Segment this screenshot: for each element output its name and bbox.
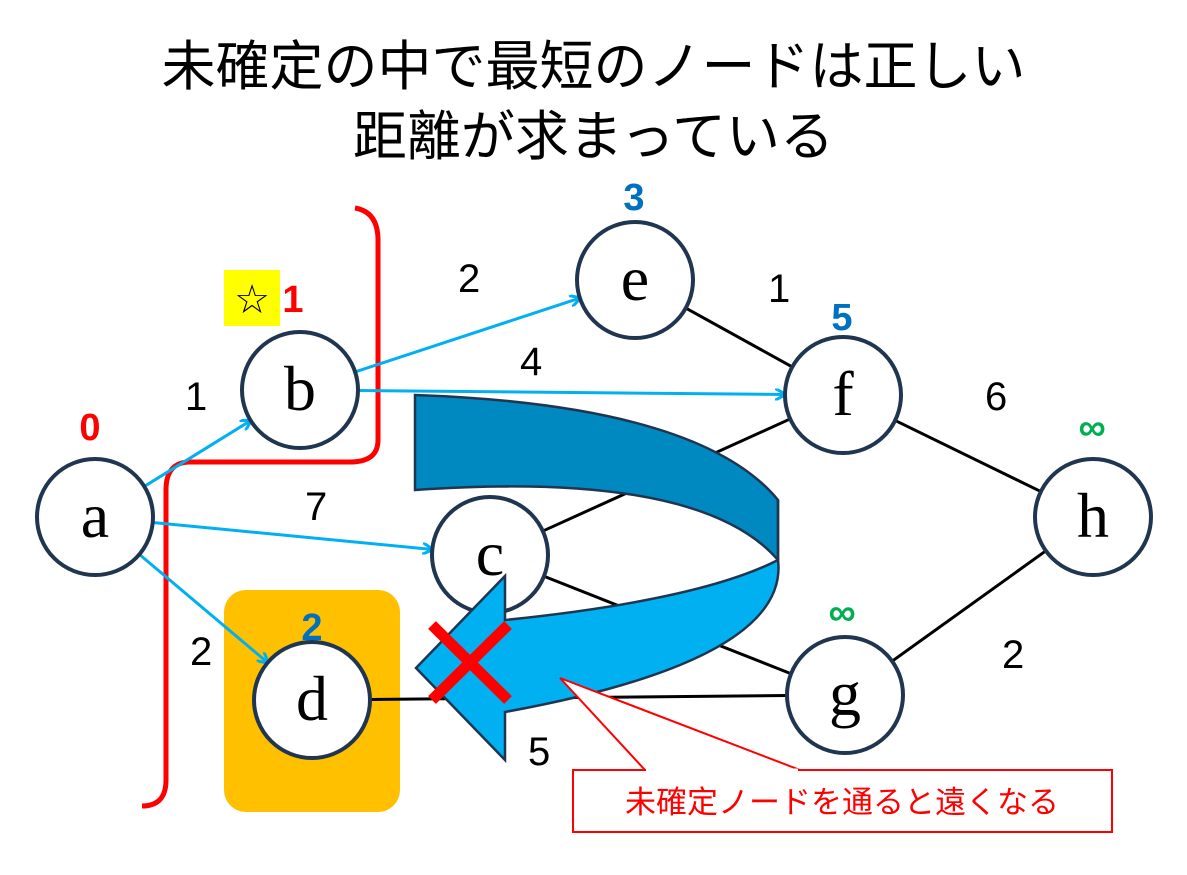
callout-pointer bbox=[559, 677, 801, 771]
weight-b-e: 2 bbox=[458, 257, 480, 301]
callout-box bbox=[572, 769, 1113, 833]
node-circle bbox=[240, 330, 360, 450]
weight-a-b: 1 bbox=[185, 375, 207, 419]
title-line-1: 未確定の中で最短のノードは正しい bbox=[161, 35, 1026, 98]
confirmed-boundary bbox=[141, 205, 381, 809]
node-label: a bbox=[81, 480, 109, 551]
node-circle bbox=[783, 335, 903, 455]
node-circle bbox=[575, 220, 695, 340]
node-f: f5 bbox=[783, 297, 903, 455]
node-circle bbox=[35, 457, 155, 577]
node-a: a0 bbox=[35, 407, 155, 577]
edge-a-d bbox=[138, 553, 267, 662]
node-label: e bbox=[621, 243, 649, 314]
node-circle bbox=[785, 635, 905, 755]
cross-mark-icon bbox=[428, 621, 512, 704]
node-label: d bbox=[296, 663, 328, 734]
distance-label-b: 1 bbox=[282, 279, 303, 321]
weight-f-h: 6 bbox=[985, 375, 1007, 419]
callout-text: 未確定ノードを通ると遠くなる bbox=[625, 785, 1059, 821]
edge-a-b bbox=[143, 421, 250, 488]
edge-a-c bbox=[152, 521, 433, 550]
distance-label-f: 5 bbox=[831, 297, 852, 339]
curved-arrow bbox=[413, 393, 780, 764]
node-circle bbox=[252, 640, 372, 760]
node-b: b1 bbox=[240, 279, 360, 450]
distance-label-g: ∞ bbox=[828, 592, 855, 634]
node-h: h∞ bbox=[1033, 407, 1153, 577]
node-label: g bbox=[829, 658, 861, 729]
node-e: e3 bbox=[575, 177, 695, 340]
node-label: c bbox=[476, 518, 504, 589]
node-d: d2 bbox=[252, 607, 372, 760]
weight-a-d: 2 bbox=[190, 630, 212, 674]
node-g: g∞ bbox=[785, 592, 905, 755]
star-badge bbox=[224, 270, 280, 326]
node-label: h bbox=[1077, 480, 1109, 551]
distance-label-d: 2 bbox=[301, 607, 322, 649]
edge-b-f bbox=[357, 391, 785, 395]
title-line-2: 距離が求まっている bbox=[352, 105, 835, 168]
node-circle bbox=[1033, 457, 1153, 577]
weight-b-f: 4 bbox=[520, 340, 542, 384]
weight-d-g: 5 bbox=[528, 730, 550, 774]
edge-b-e bbox=[354, 298, 580, 374]
weight-g-h: 2 bbox=[1002, 633, 1024, 677]
weight-a-c: 7 bbox=[305, 485, 327, 529]
edge-e-f bbox=[685, 306, 793, 369]
distance-label-e: 3 bbox=[623, 177, 644, 219]
distance-label-a: 0 bbox=[79, 407, 100, 449]
weight-e-f: 1 bbox=[768, 267, 790, 311]
node-label: f bbox=[832, 358, 854, 429]
distance-label-h: ∞ bbox=[1078, 407, 1105, 449]
edge-g-h bbox=[891, 549, 1047, 663]
node-c: c bbox=[430, 495, 550, 615]
edge-f-h bbox=[894, 419, 1042, 493]
node-label: b bbox=[284, 353, 316, 424]
star-icon: ☆ bbox=[234, 277, 270, 323]
